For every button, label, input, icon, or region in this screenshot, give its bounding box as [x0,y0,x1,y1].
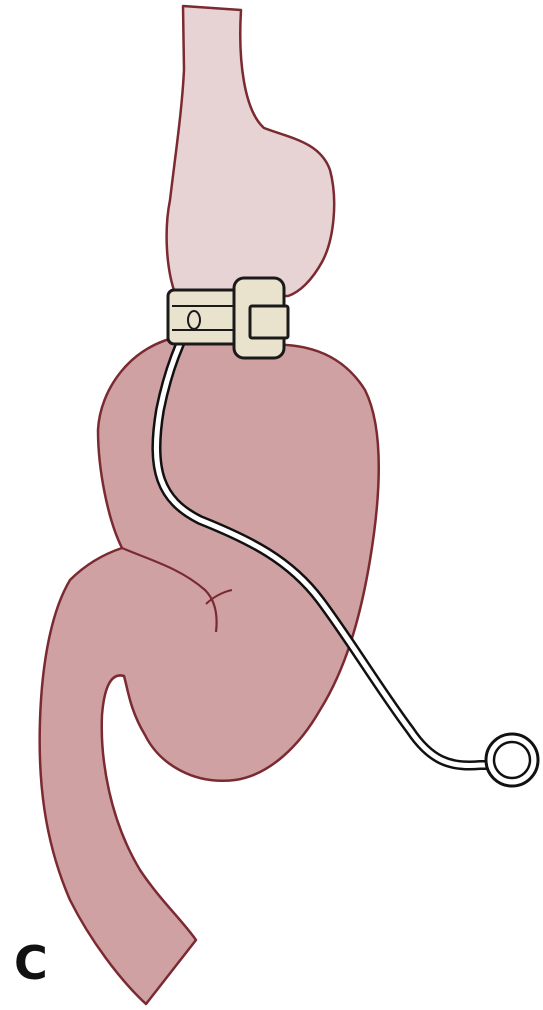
panel-label: C [14,940,48,986]
upper-pouch [167,6,335,296]
access-port-icon [486,734,538,786]
stomach-body [40,335,379,1004]
